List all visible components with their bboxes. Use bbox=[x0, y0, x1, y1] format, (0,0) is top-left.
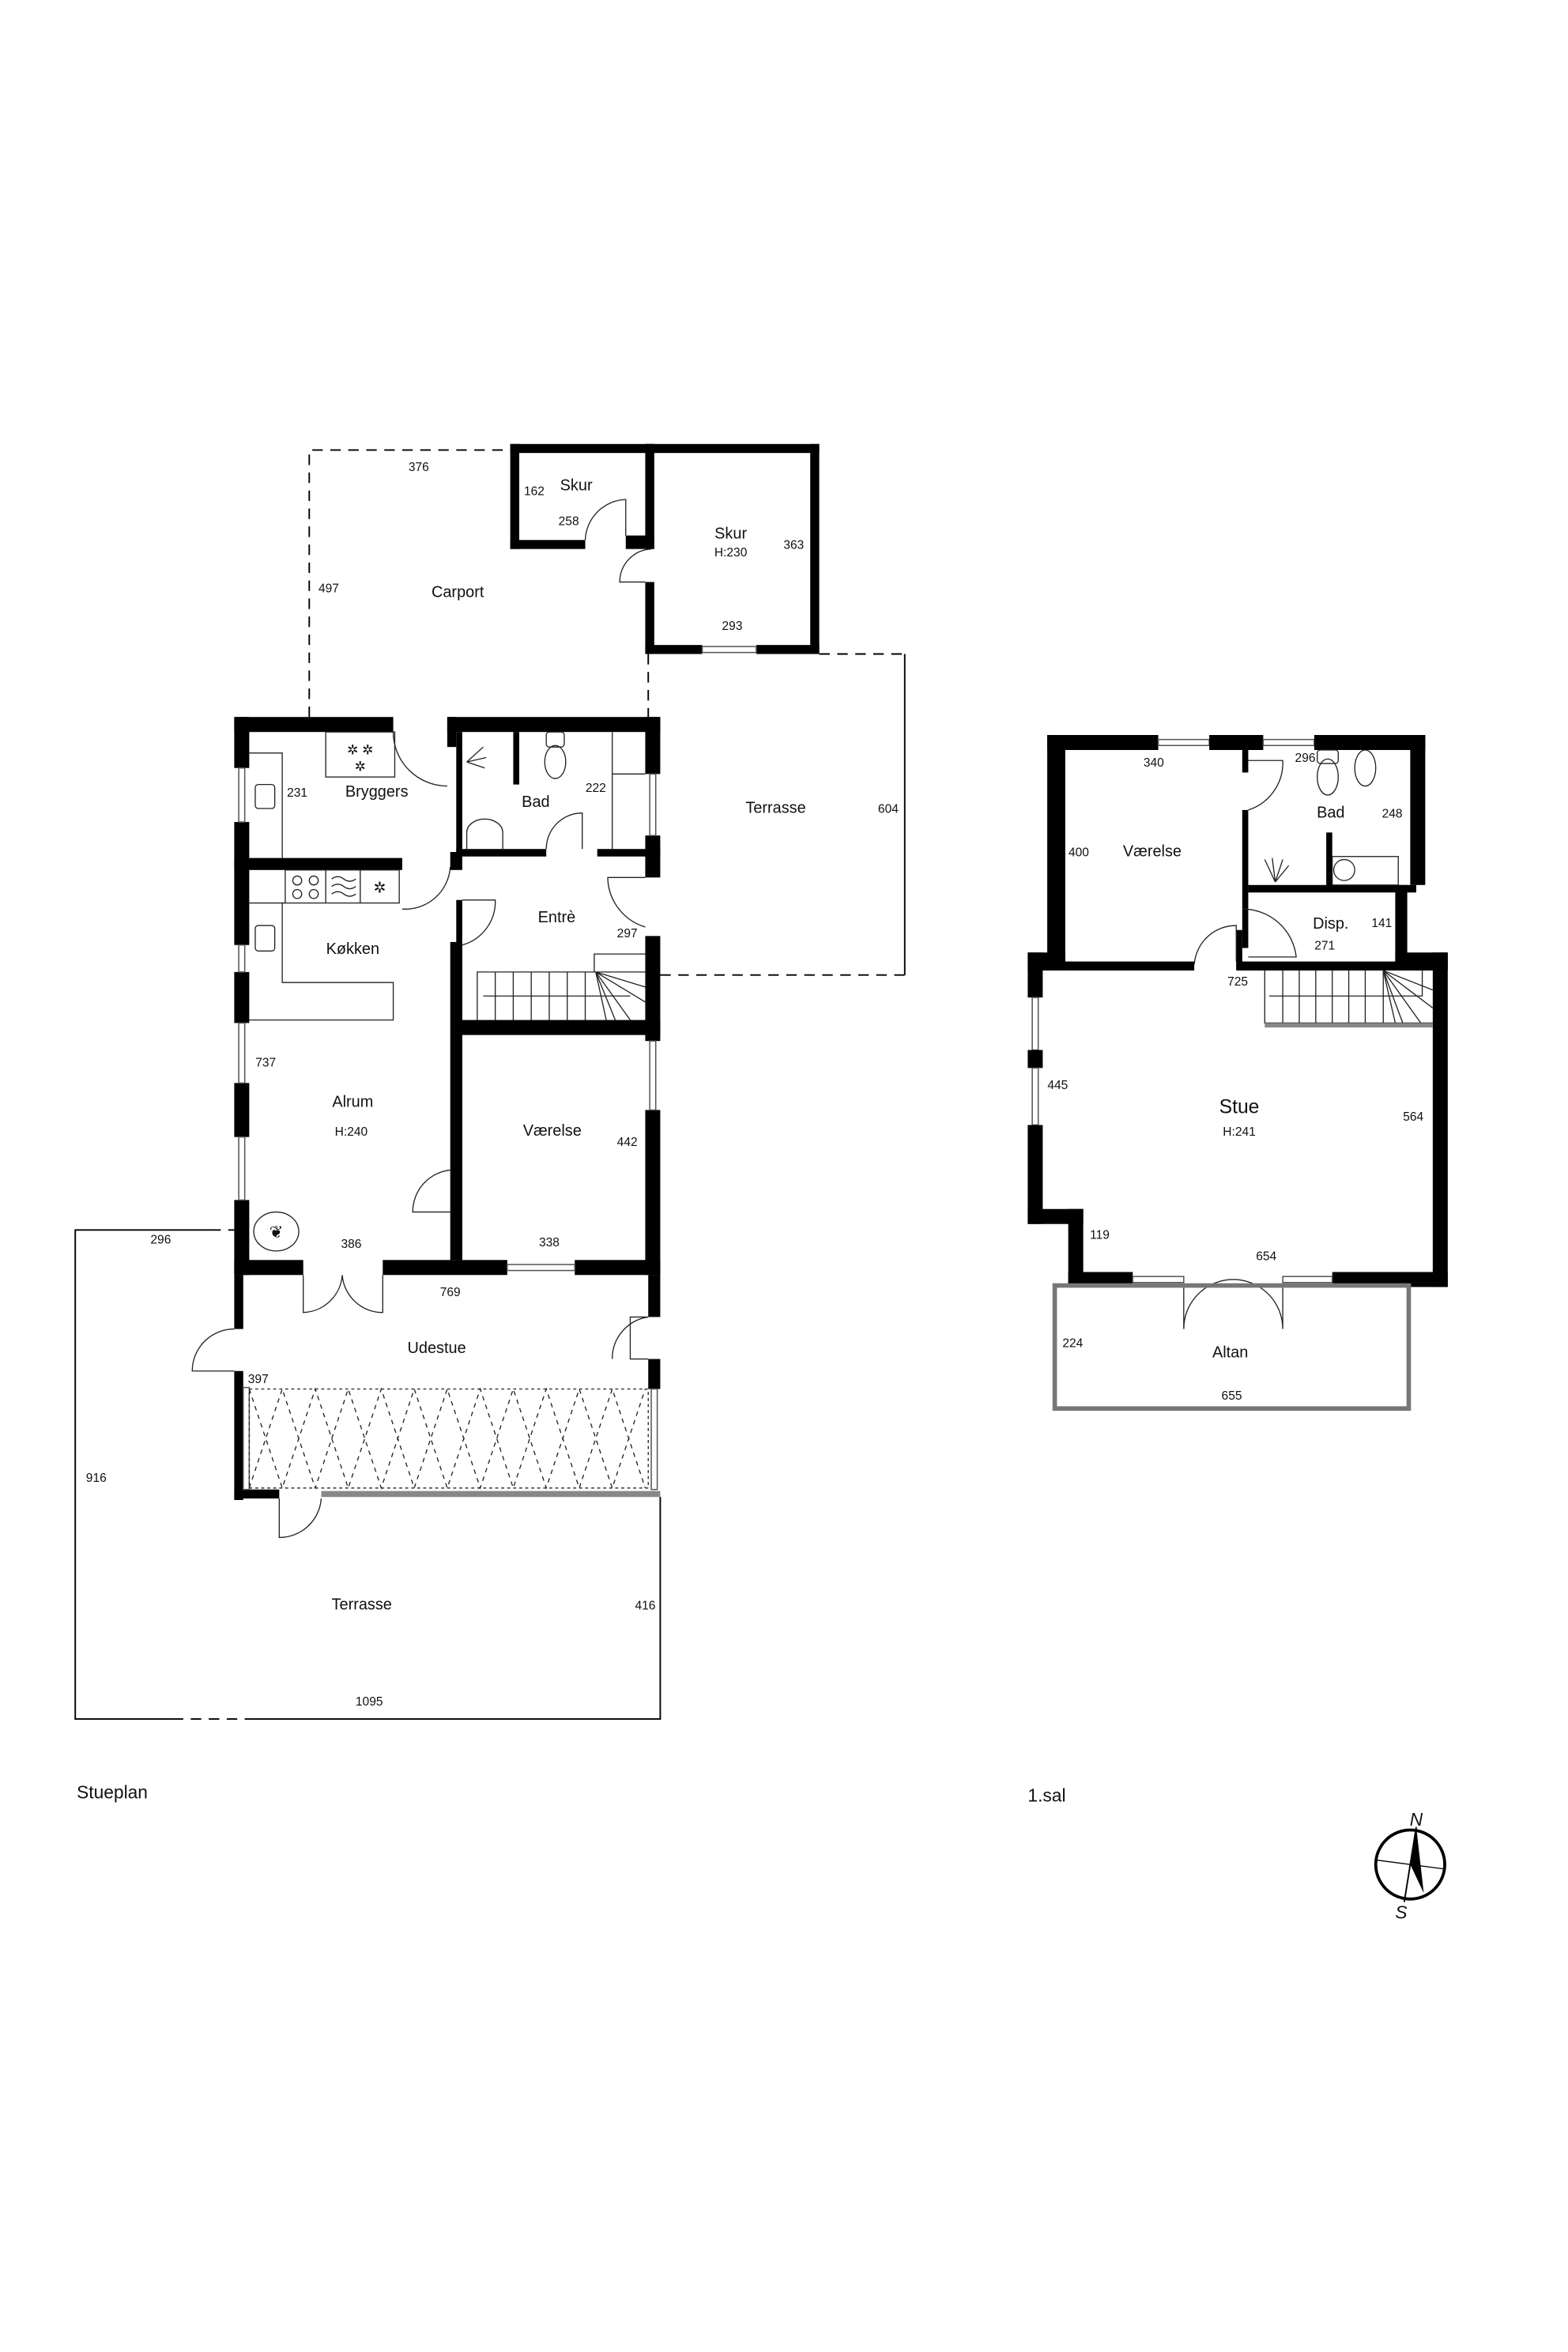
door-swing bbox=[1193, 925, 1237, 965]
room-label: Bad bbox=[1317, 804, 1344, 821]
room-label: Disp. bbox=[1313, 915, 1348, 933]
door-swing bbox=[303, 1275, 383, 1314]
room-label: Entrè bbox=[538, 909, 576, 926]
room-height: H:230 bbox=[714, 546, 748, 560]
bryggers-fixtures: ✲ ✲ ✲ bbox=[249, 731, 396, 858]
dimension-label: 737 bbox=[255, 1056, 276, 1069]
dimension-label: 497 bbox=[318, 582, 339, 596]
fireplace-icon bbox=[253, 1211, 300, 1252]
first-floor-staircase bbox=[1264, 970, 1434, 1028]
room-label: Terrasse bbox=[745, 800, 805, 817]
dimension-label: 916 bbox=[86, 1472, 107, 1485]
dimension-label: 445 bbox=[1047, 1079, 1068, 1092]
altan-outline bbox=[1052, 1283, 1412, 1412]
dimension-label: 258 bbox=[559, 514, 579, 528]
door-swing bbox=[1183, 1279, 1283, 1329]
dimension-label: 1095 bbox=[356, 1695, 383, 1709]
door-swing bbox=[1248, 760, 1283, 811]
room-label: Værelse bbox=[523, 1122, 582, 1140]
door-swing bbox=[584, 499, 627, 541]
dimension-label: 222 bbox=[586, 782, 606, 795]
floor-title: Stueplan bbox=[77, 1782, 148, 1803]
door-swing bbox=[392, 732, 447, 787]
room-label: Carport bbox=[432, 583, 484, 601]
dimension-label: 231 bbox=[287, 786, 307, 800]
dimension-label: 416 bbox=[635, 1600, 655, 1613]
dimension-label: 725 bbox=[1227, 975, 1248, 989]
room-label: Udestue bbox=[408, 1340, 466, 1357]
dimension-label: 397 bbox=[248, 1373, 269, 1386]
dimension-label: 564 bbox=[1403, 1110, 1423, 1124]
room-label: Køkken bbox=[326, 940, 380, 958]
house-walls bbox=[234, 717, 661, 1276]
skur-small-walls bbox=[510, 443, 654, 549]
dimension-label: 340 bbox=[1144, 756, 1164, 770]
dimension-label: 297 bbox=[617, 927, 638, 940]
door-swing bbox=[191, 1328, 235, 1372]
dimension-label: 442 bbox=[617, 1136, 638, 1149]
udestue-walls bbox=[234, 1275, 661, 1500]
door-swing bbox=[619, 548, 652, 583]
dimension-label: 293 bbox=[722, 620, 743, 633]
compass-north: N bbox=[1410, 1809, 1423, 1830]
floor-title: 1.sal bbox=[1027, 1785, 1065, 1805]
skur-large-walls bbox=[645, 443, 820, 654]
dimension-label: 141 bbox=[1371, 917, 1392, 930]
dimension-label: 224 bbox=[1062, 1336, 1083, 1350]
dimension-label: 604 bbox=[878, 803, 899, 816]
first-floor-bath-fixtures bbox=[1264, 749, 1399, 886]
terrace-south-outline bbox=[254, 1497, 662, 1721]
room-label: Bryggers bbox=[345, 783, 409, 801]
flame-icon: ❦ bbox=[270, 1223, 283, 1242]
dimension-label: 376 bbox=[409, 461, 429, 474]
room-label: Altan bbox=[1212, 1344, 1248, 1362]
dimension-label: 655 bbox=[1222, 1389, 1242, 1403]
dimension-label: 119 bbox=[1090, 1229, 1110, 1242]
dimension-label: 654 bbox=[1256, 1250, 1276, 1263]
first-floor-walls bbox=[1027, 735, 1448, 1287]
room-label: Alrum bbox=[332, 1094, 373, 1111]
compass-icon: N S bbox=[1374, 1809, 1446, 1922]
door-swing bbox=[607, 876, 646, 928]
dimension-label: 338 bbox=[539, 1236, 560, 1250]
door-swing bbox=[412, 1169, 450, 1213]
compass-south: S bbox=[1395, 1902, 1407, 1922]
door-swing bbox=[545, 812, 583, 850]
door-swing bbox=[1242, 908, 1297, 958]
terrace-south-outline bbox=[74, 1229, 211, 1721]
ground-floor-plan: ✲ ✲ ✲ ✲ ❦ bbox=[74, 443, 906, 1803]
dimension-label: 162 bbox=[524, 484, 545, 498]
room-label: Skur bbox=[560, 477, 593, 495]
snowflake-icon: ✲ bbox=[374, 880, 386, 896]
snowflake-icon: ✲ bbox=[355, 760, 366, 775]
door-swing bbox=[401, 866, 451, 910]
door-swing bbox=[612, 1316, 649, 1360]
bath-fixtures bbox=[466, 731, 646, 850]
snowflake-icon: ✲ ✲ bbox=[347, 743, 373, 758]
room-label: Skur bbox=[714, 525, 747, 542]
dimension-label: 296 bbox=[1295, 752, 1316, 765]
room-label: Værelse bbox=[1123, 843, 1182, 861]
room-height: H:241 bbox=[1223, 1125, 1256, 1139]
staircase bbox=[477, 953, 646, 1020]
room-label: Bad bbox=[522, 793, 549, 811]
carport-outline bbox=[308, 449, 511, 718]
dimension-label: 363 bbox=[783, 539, 804, 552]
dimension-label: 271 bbox=[1314, 939, 1335, 952]
dimension-label: 400 bbox=[1069, 846, 1089, 860]
first-floor-plan: Værelse 340 400 Bad 296 248 Disp. 141 27… bbox=[1027, 735, 1448, 1805]
door-swing bbox=[278, 1498, 322, 1539]
dimension-label: 296 bbox=[150, 1233, 171, 1246]
dimension-label: 386 bbox=[341, 1238, 361, 1251]
room-height: H:240 bbox=[335, 1125, 368, 1139]
dimension-label: 769 bbox=[440, 1286, 461, 1299]
room-label: Stue bbox=[1219, 1096, 1260, 1118]
door-swing bbox=[462, 899, 496, 946]
kitchen-fixtures: ✲ bbox=[249, 869, 400, 1021]
room-label: Terrasse bbox=[332, 1596, 392, 1614]
dimension-label: 248 bbox=[1382, 807, 1403, 820]
